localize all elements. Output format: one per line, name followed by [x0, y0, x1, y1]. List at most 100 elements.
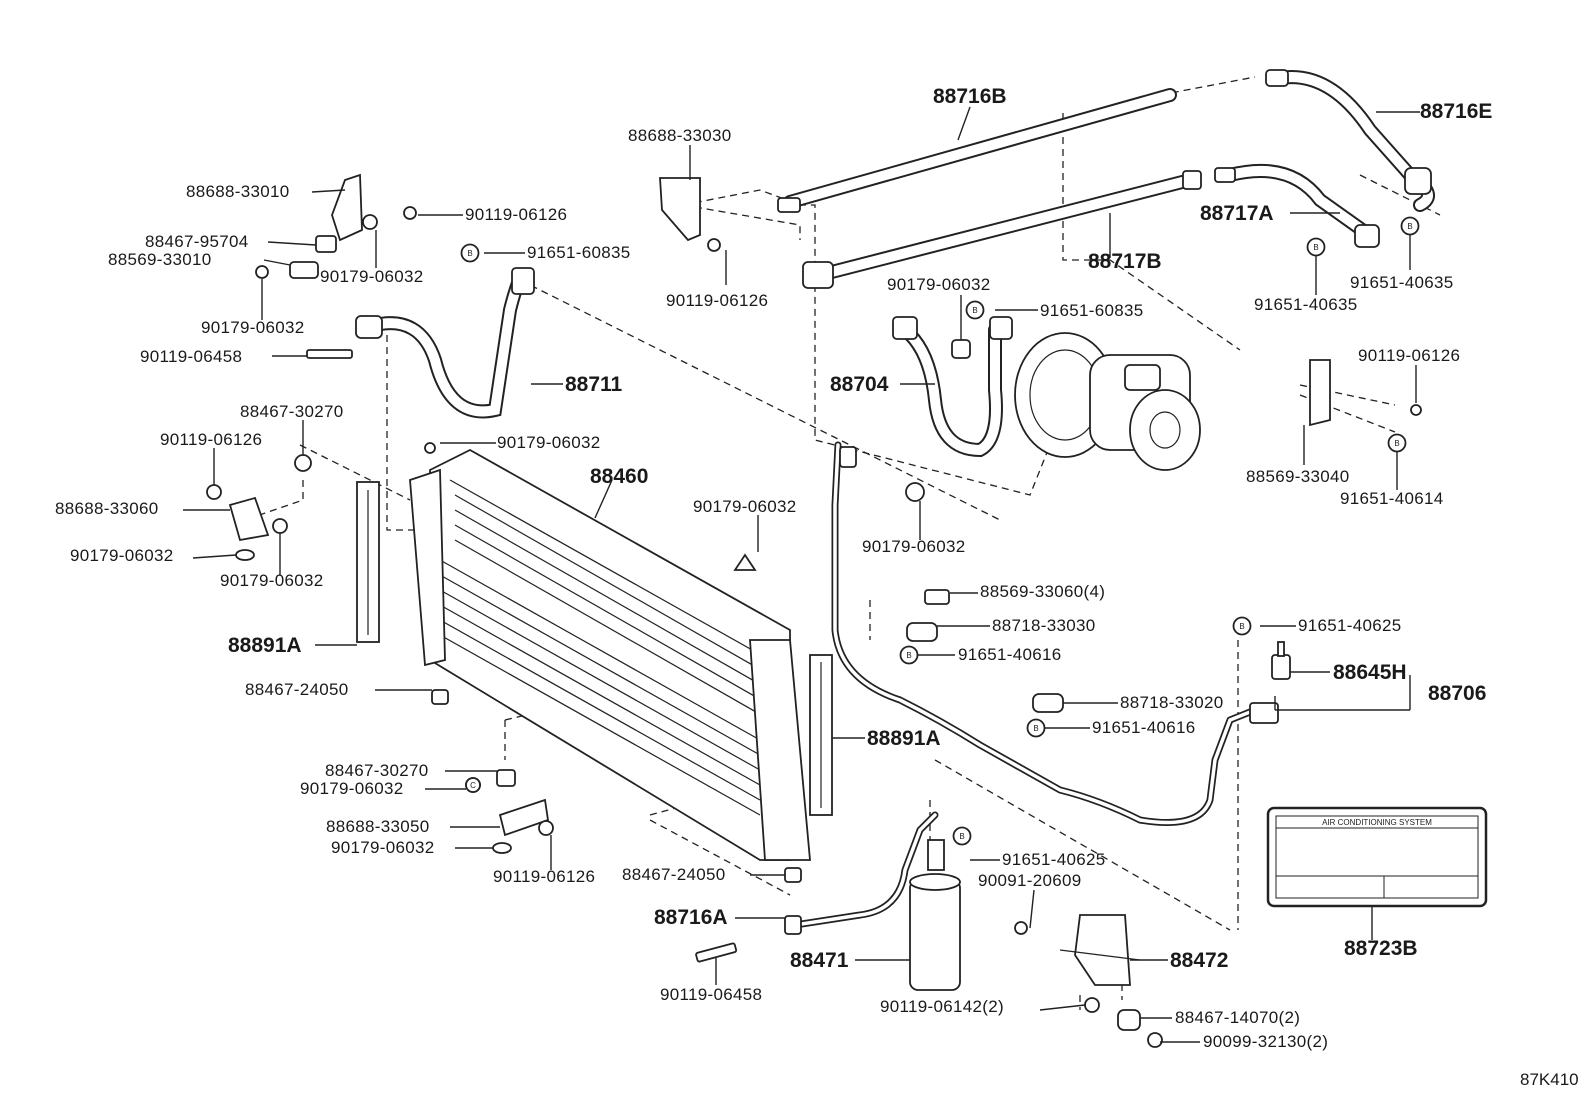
callout-label: 88471 — [790, 949, 849, 972]
svg-text:B: B — [1394, 439, 1399, 448]
callout-label: 90119-06126 — [666, 291, 768, 310]
callout-label: 90179-06032 — [201, 318, 305, 337]
callout-label: 91651-60835 — [1040, 301, 1144, 320]
b-marker: B — [460, 243, 480, 263]
callout-label: 90119-06126 — [465, 205, 567, 224]
callout-label: 88467-30270 — [240, 402, 344, 421]
callout-label: 88704 — [830, 373, 889, 396]
b-marker: B — [1232, 616, 1252, 636]
svg-text:B: B — [1407, 222, 1412, 231]
callout-label: 90179-06032 — [300, 779, 404, 798]
callout-label: 88467-14070(2) — [1175, 1008, 1300, 1027]
label-plate-88723B: AIR CONDITIONING SYSTEM — [1266, 806, 1488, 908]
callout-label: 90179-06032 — [887, 275, 991, 294]
condenser-88460 — [409, 448, 811, 861]
small-hardware — [206, 173, 1422, 1048]
callout-label: 88688-33010 — [186, 182, 290, 201]
diagram-id: 87K410 — [1520, 1070, 1579, 1089]
svg-text:B: B — [972, 306, 977, 315]
callout-label: 90119-06142(2) — [880, 997, 1004, 1016]
callout-label: 90119-06126 — [1358, 346, 1460, 365]
callout-label: 90179-06032 — [70, 546, 174, 565]
callout-label: 91651-40625 — [1298, 616, 1402, 635]
callout-label: 88706 — [1428, 682, 1486, 705]
callout-label: 90179-06032 — [497, 433, 601, 452]
hose-88716E — [1265, 69, 1435, 212]
callout-label: 88460 — [590, 465, 648, 488]
callout-label: 90091-20609 — [978, 871, 1082, 890]
callout-label: 91651-40635 — [1350, 273, 1454, 292]
callout-labels: 88716B 88716E 88688-33030 88688-33010 90… — [55, 85, 1492, 1051]
b-marker: B — [952, 826, 972, 846]
callout-label: 91651-40616 — [958, 645, 1062, 664]
seal-88891A-left — [356, 481, 380, 643]
callout-label: 91651-60835 — [527, 243, 631, 262]
callout-label: 88717A — [1200, 202, 1274, 225]
leader-lines — [183, 106, 1420, 1043]
callout-label: 91651-40635 — [1254, 295, 1358, 314]
hose-88704 — [892, 316, 1013, 458]
svg-text:B: B — [1239, 622, 1244, 631]
callout-label: 88718-33030 — [992, 616, 1096, 635]
c-marker: C — [465, 777, 481, 793]
callout-label: 88688-33060 — [55, 499, 159, 518]
bracket-88472 — [1059, 914, 1141, 986]
svg-text:B: B — [906, 651, 911, 660]
callout-label: 88467-24050 — [622, 865, 726, 884]
pipe-88706 — [831, 441, 1279, 826]
callout-label: 88467-95704 — [145, 232, 249, 251]
callout-label: 88711 — [565, 373, 623, 396]
callout-label: 88891A — [228, 634, 302, 657]
svg-text:B: B — [467, 249, 472, 258]
callout-label: 90179-06032 — [862, 537, 966, 556]
b-marker: B — [1400, 216, 1420, 236]
callout-label: 88645H — [1333, 661, 1407, 684]
b-marker: B — [1387, 433, 1407, 453]
callout-label: 88467-30270 — [325, 761, 429, 780]
b-marker: B — [899, 645, 919, 665]
callout-label: 88688-33030 — [628, 126, 732, 145]
callout-label: 91651-40614 — [1340, 489, 1444, 508]
b-marker: B — [965, 300, 985, 320]
seal-88891A-right — [809, 654, 833, 816]
label-plate-header: AIR CONDITIONING SYSTEM — [1322, 818, 1432, 827]
callout-label: 90179-06032 — [320, 267, 424, 286]
callout-label: 88688-33050 — [326, 817, 430, 836]
callout-label: 88718-33020 — [1120, 693, 1224, 712]
callout-label: 90119-06126 — [493, 867, 595, 886]
callout-label: 88472 — [1170, 949, 1228, 972]
callout-label: 90179-06032 — [220, 571, 324, 590]
callout-label: 90119-06458 — [140, 347, 242, 366]
callout-label: 88467-24050 — [245, 680, 349, 699]
callout-label: 90179-06032 — [331, 838, 435, 857]
callout-label: 88569-33060(4) — [980, 582, 1105, 601]
marker-B-symbols: B B B B B B B B B C — [460, 216, 1420, 846]
callout-label: 88716E — [1420, 100, 1492, 123]
b-marker: B — [1306, 237, 1326, 257]
callout-label: 90099-32130(2) — [1203, 1032, 1328, 1051]
svg-text:B: B — [1033, 724, 1038, 733]
hose-88716B — [777, 88, 1177, 213]
pipe-88716A — [784, 811, 939, 935]
hose-88717B — [802, 170, 1202, 289]
label-plate-part-number: 88723B — [1344, 937, 1418, 960]
hose-88717A — [1214, 163, 1380, 248]
compressor — [1014, 332, 1201, 471]
svg-text:B: B — [959, 832, 964, 841]
callout-label: 88891A — [867, 727, 941, 750]
callout-label: 88716A — [654, 906, 728, 929]
svg-text:B: B — [1313, 243, 1318, 252]
callout-label: 90119-06458 — [660, 985, 762, 1004]
callout-label: 88569-33040 — [1246, 467, 1350, 486]
callout-label: 88569-33010 — [108, 250, 212, 269]
svg-text:C: C — [470, 781, 476, 790]
receiver-88471 — [909, 839, 961, 991]
hose-88711 — [355, 267, 535, 419]
callout-label: 88717B — [1088, 250, 1162, 273]
callout-label: 91651-40616 — [1092, 718, 1196, 737]
callout-label: 88716B — [933, 85, 1007, 108]
callout-label: 90179-06032 — [693, 497, 797, 516]
pressure-switch-88645H — [1271, 641, 1291, 680]
callout-label: 90119-06126 — [160, 430, 262, 449]
